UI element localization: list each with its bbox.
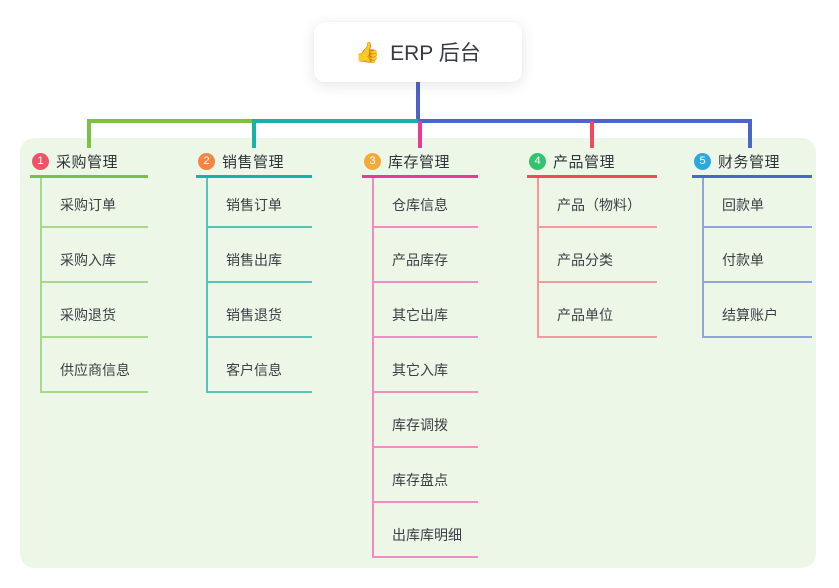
branch-sales-management: 2 销售管理 销售订单 销售出库 销售退货 客户信息 (196, 148, 312, 393)
child-node[interactable]: 销售出库 (208, 228, 312, 283)
connector-drop-branch-3 (418, 121, 422, 148)
root-node[interactable]: 👍 ERP 后台 (314, 22, 522, 82)
branch-children: 产品（物料） 产品分类 产品单位 (537, 178, 657, 338)
child-node[interactable]: 出库库明细 (374, 503, 478, 558)
badge-number-2: 2 (198, 153, 215, 170)
branch-children: 销售订单 销售出库 销售退货 客户信息 (206, 178, 312, 393)
child-node[interactable]: 库存盘点 (374, 448, 478, 503)
child-node[interactable]: 供应商信息 (42, 338, 148, 393)
child-node[interactable]: 产品库存 (374, 228, 478, 283)
badge-number-5: 5 (694, 153, 711, 170)
branch-children: 回款单 付款单 结算账户 (702, 178, 812, 338)
child-node[interactable]: 其它入库 (374, 338, 478, 393)
branch-node[interactable]: 1 采购管理 (30, 148, 148, 178)
badge-number-4: 4 (529, 153, 546, 170)
connector-drop-branch-5 (748, 119, 752, 148)
branch-purchase-management: 1 采购管理 采购订单 采购入库 采购退货 供应商信息 (30, 148, 148, 393)
connector-drop-branch-4 (590, 121, 594, 148)
branch-node[interactable]: 4 产品管理 (527, 148, 657, 178)
thumbs-up-icon: 👍 (355, 41, 381, 64)
child-node[interactable]: 产品（物料） (539, 178, 657, 228)
branch-node[interactable]: 3 库存管理 (362, 148, 478, 178)
child-node[interactable]: 采购订单 (42, 178, 148, 228)
connector-drop-branch-2 (252, 119, 256, 148)
root-node-label: ERP 后台 (390, 42, 481, 65)
branch-node[interactable]: 2 销售管理 (196, 148, 312, 178)
child-node[interactable]: 仓库信息 (374, 178, 478, 228)
branch-node[interactable]: 5 财务管理 (692, 148, 812, 178)
child-node[interactable]: 产品单位 (539, 283, 657, 338)
child-node[interactable]: 付款单 (704, 228, 812, 283)
connector-drop-branch-1 (87, 119, 91, 148)
branch-children: 采购订单 采购入库 采购退货 供应商信息 (40, 178, 148, 393)
badge-number-3: 3 (364, 153, 381, 170)
branches-background-panel (20, 138, 816, 568)
child-node[interactable]: 客户信息 (208, 338, 312, 393)
child-node[interactable]: 其它出库 (374, 283, 478, 338)
branch-children: 仓库信息 产品库存 其它出库 其它入库 库存调拨 库存盘点 出库库明细 (372, 178, 478, 558)
branch-label: 采购管理 (56, 154, 119, 171)
child-node[interactable]: 销售订单 (208, 178, 312, 228)
branch-label: 产品管理 (553, 154, 616, 171)
connector-bus-branch-5 (418, 119, 752, 123)
connector-bus-branch-2 (252, 119, 420, 123)
branch-product-management: 4 产品管理 产品（物料） 产品分类 产品单位 (527, 148, 657, 338)
branch-label: 财务管理 (718, 154, 781, 171)
child-node[interactable]: 采购入库 (42, 228, 148, 283)
branch-finance-management: 5 财务管理 回款单 付款单 结算账户 (692, 148, 812, 338)
child-node[interactable]: 结算账户 (704, 283, 812, 338)
branch-label: 库存管理 (388, 154, 451, 171)
child-node[interactable]: 库存调拨 (374, 393, 478, 448)
child-node[interactable]: 采购退货 (42, 283, 148, 338)
badge-number-1: 1 (32, 153, 49, 170)
child-node[interactable]: 产品分类 (539, 228, 657, 283)
child-node[interactable]: 回款单 (704, 178, 812, 228)
branch-inventory-management: 3 库存管理 仓库信息 产品库存 其它出库 其它入库 库存调拨 库存盘点 出库库… (362, 148, 478, 558)
branch-label: 销售管理 (222, 154, 285, 171)
child-node[interactable]: 销售退货 (208, 283, 312, 338)
root-stem-connector (416, 82, 420, 123)
connector-bus-branch-1 (87, 119, 256, 123)
